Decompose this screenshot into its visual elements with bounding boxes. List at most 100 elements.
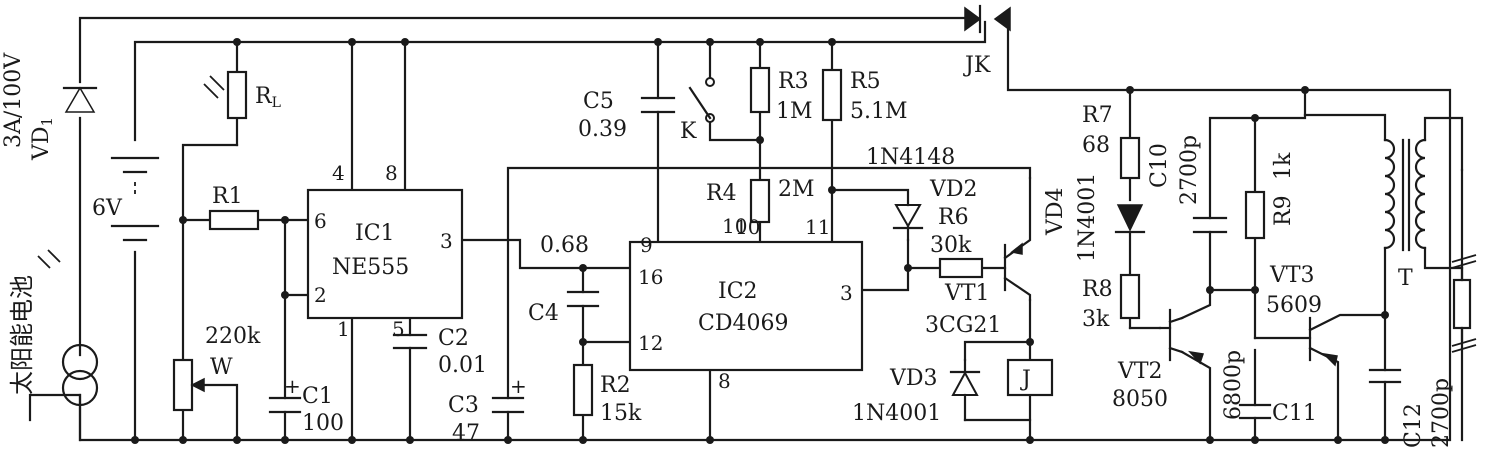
r3-value-label: 1M [776,99,813,124]
c12-label: C12 [1401,403,1426,448]
r5-value-label: 5.1M [850,99,908,124]
c12-value-label: 2700p [1429,378,1454,448]
ic1-pin8-label: 8 [385,161,398,185]
r2-resistor-symbol [572,363,594,417]
c4-capacitor-symbol [566,290,600,308]
c10-capacitor-symbol [1192,216,1228,234]
vt2-part-label: 8050 [1112,387,1168,412]
r4-label: R4 [706,181,737,206]
c2-capacitor-symbol [392,333,428,350]
ic1-pin2-label: 2 [314,283,327,307]
r2-value-label: 15k [600,401,642,426]
r5-resistor-symbol [821,68,843,122]
vt1-label: VT1 [944,281,990,306]
vd3-diode-symbol [949,358,981,396]
r6-label: R6 [938,205,969,230]
ic2-pin16-label: 16 [638,265,663,289]
c3-plus-label: + [510,374,527,398]
r4-value-label: 10 [722,214,747,238]
vd3-part-label: 1N4001 [852,401,941,426]
r9-resistor-symbol [1244,190,1266,240]
ic2-pin11-label: 11 [805,215,830,239]
ic2-pin10-label: 10 [735,215,760,239]
vd4-part-label: 1N4001 [1075,173,1100,262]
output-tube-symbol [1451,254,1477,353]
r3-resistor-symbol [749,66,771,114]
relay-j-symbol [1006,358,1054,397]
jk-plug-symbol [964,4,1011,34]
r8-value-label: 3k [1082,307,1110,332]
c2-value-label: 0.01 [438,353,487,378]
r6-resistor-symbol [938,257,984,279]
w-label: W [210,355,233,380]
light-arrows-icon [203,75,225,99]
rl-resistor-symbol [226,70,248,120]
ic1-part-label: NE555 [332,255,409,280]
c4-label: C4 [528,301,559,326]
solar-cell-symbol [37,249,99,407]
rl-label: RL [255,84,281,111]
vd4-label: VD4 [1043,187,1068,236]
c1-plus-label: + [284,374,301,398]
transformer-t-symbol [1383,138,1427,252]
ic1-pin6-label: 6 [314,209,327,233]
c3-label: C3 [448,393,479,418]
ic2-pin8-label: 8 [718,369,731,393]
c3-capacitor-symbol [491,396,525,414]
r1-resistor-symbol [208,209,260,231]
c5-label: C5 [583,89,614,114]
vt3-part-label: 5609 [1266,293,1322,318]
r5-label: R5 [850,69,881,94]
r8-label: R8 [1082,277,1113,302]
ic2-label: IC2 [718,279,758,304]
r7-resistor-symbol [1119,136,1141,180]
transformer-t-label: T [1398,266,1413,291]
c1-label: C1 [302,384,333,409]
vd2-part-label: 1N4148 [866,145,955,170]
relay-j-label: J [1020,367,1031,392]
r7-value-label: 68 [1082,133,1110,158]
w-value-label: 220k [205,324,261,349]
c5-capacitor-symbol [640,96,676,114]
vt2-transistor-symbol [1158,308,1204,365]
c11-label: C11 [1272,401,1317,426]
ic2-chip [628,240,864,372]
r7-label: R7 [1082,103,1113,128]
r4-resistor-symbol [749,178,771,224]
c5-value-label: 0.39 [578,117,627,142]
vt3-transistor-symbol [1321,352,1338,367]
c4-value-label: 0.68 [540,233,589,258]
r4-extra-label: 2M [778,177,815,202]
vt2-label: VT2 [1117,359,1163,384]
ic1-chip [306,188,464,320]
vd1-diode-symbol [62,86,98,113]
c12-capacitor-symbol [1368,368,1402,384]
ic1-pin5-label: 5 [392,317,405,341]
r9-label: R9 [1271,195,1296,226]
ic2-pin12-label: 12 [638,331,663,355]
vd1-label: VD1 [29,117,56,161]
ic1-pin3-label: 3 [440,229,453,253]
c11-value-label: 6800p [1221,350,1246,420]
battery-label: 6V [92,196,123,221]
ic2-pin9-label: 9 [640,233,653,257]
vd2-label: VD2 [929,177,978,202]
ic2-pin3-label: 3 [840,281,853,305]
ic1-pin4-label: 4 [332,161,345,185]
ic2-part-label: CD4069 [698,311,788,336]
c3-value-label: 47 [452,421,480,446]
c1-capacitor-symbol [268,396,302,414]
vt3-label: VT3 [1269,263,1315,288]
vd1-rating-label: 3A/100V [1,52,26,148]
r8-resistor-symbol [1119,273,1141,320]
vd3-label: VD3 [889,366,938,391]
c10-value-label: 2700p [1177,135,1202,205]
r2-label: R2 [600,373,631,398]
ic1-label: IC1 [355,221,395,246]
c2-label: C2 [438,326,469,351]
r1-label: R1 [212,184,243,209]
c1-value-label: 100 [302,411,344,436]
switch-k-label: K [680,119,697,144]
vt1-part-label: 3CG21 [925,313,1001,338]
